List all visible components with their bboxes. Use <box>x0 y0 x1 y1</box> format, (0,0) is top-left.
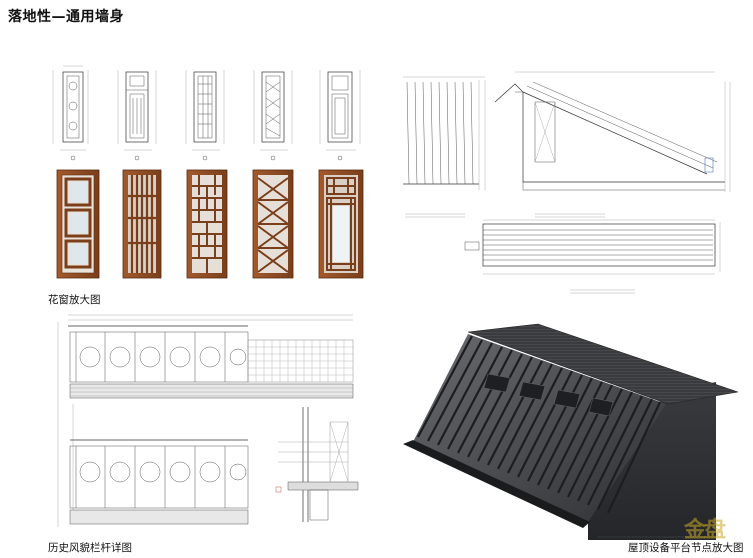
roof-platform-render <box>398 322 750 540</box>
roof-plan-view <box>464 219 721 294</box>
window-elevation-4 <box>253 70 293 161</box>
roof-section-drawings <box>395 62 740 302</box>
window-elevation-3 <box>185 70 225 161</box>
window-render-4 <box>252 169 294 279</box>
railing-elevation-upper <box>57 314 354 527</box>
window-elevation-1 <box>52 65 89 161</box>
window-elevation-5 <box>319 70 361 161</box>
caption-roof: 屋顶设备平台节点放大图 <box>628 542 744 554</box>
page-title: 落地性—通用墙身 <box>8 9 124 25</box>
window-render-3 <box>186 169 228 279</box>
window-renders <box>55 168 385 283</box>
railing-section-detail <box>275 407 359 522</box>
window-render-2 <box>122 169 162 279</box>
caption-railing: 历史风貌栏杆详图 <box>48 542 132 554</box>
roof-slope-section <box>494 71 731 218</box>
equipment-units <box>483 373 614 417</box>
watermark-logo: 金盘 <box>684 518 726 543</box>
window-elevation-drawings <box>48 60 388 165</box>
window-render-5 <box>318 169 364 279</box>
caption-windows: 花窗放大图 <box>48 294 101 306</box>
window-render-1 <box>56 169 100 279</box>
railing-detail-drawings <box>48 312 366 537</box>
window-elevation-2 <box>117 70 157 161</box>
roof-ridge <box>467 323 739 405</box>
slat-wall-section <box>403 76 486 218</box>
railing-elevation-lower <box>69 439 249 525</box>
gable-wall <box>588 382 716 540</box>
